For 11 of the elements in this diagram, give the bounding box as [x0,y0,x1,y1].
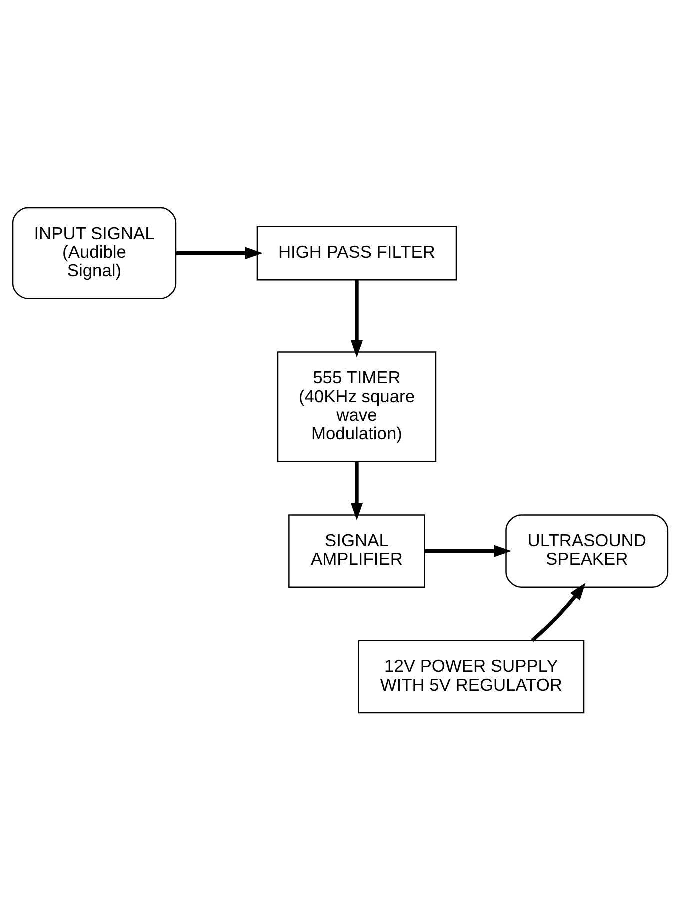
node-box: 555 TIMER (40KHz square wave Modulation) [277,351,437,462]
arrow [350,461,364,520]
node-box: HIGH PASS FILTER [256,226,458,280]
arrow [531,582,586,642]
arrow [424,544,512,557]
node-box: INPUT SIGNAL (Audible Signal) [12,206,177,299]
arrow [350,280,364,358]
arrow [176,246,263,259]
node-box: SIGNAL AMPLIFIER [288,514,426,588]
node-box: 12V POWER SUPPLY WITH 5V REGULATOR [358,640,585,714]
node-box: ULTRASOUND SPEAKER [506,514,669,588]
